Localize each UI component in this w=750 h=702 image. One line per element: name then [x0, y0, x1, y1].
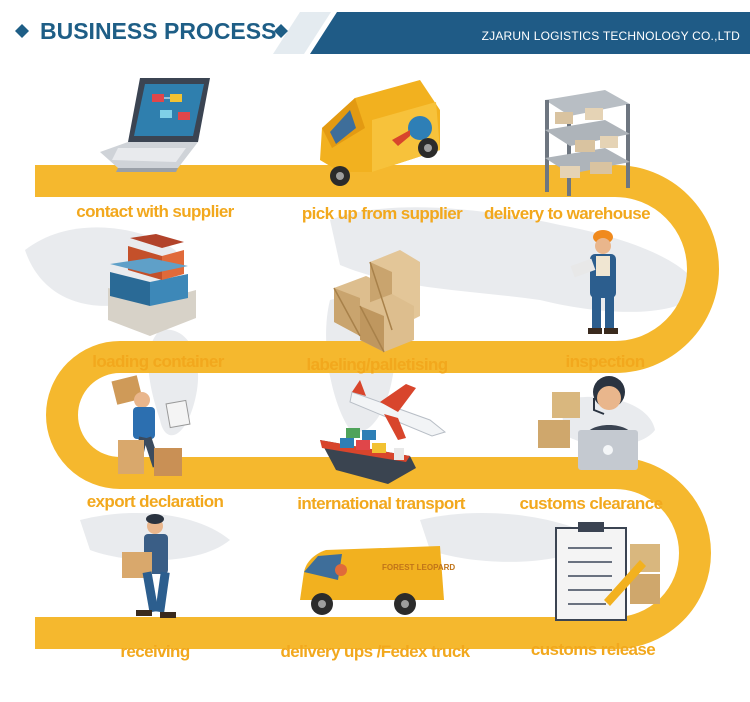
step-label-loading-container: loading container — [92, 352, 224, 371]
receiving-worker-icon — [122, 514, 176, 618]
header-banner-accent — [273, 12, 331, 54]
header-banner — [310, 12, 750, 54]
inspector-worker-icon — [570, 230, 618, 334]
process-path — [35, 165, 719, 649]
delivery-truck-icon: FOREST LEOPARD — [300, 546, 455, 615]
step-label-labeling-palletising: labeling/palletising — [306, 355, 447, 374]
wooden-crates-icon — [333, 250, 420, 353]
step-label-international-transport: international transport — [297, 494, 465, 513]
step-label-export-declaration: export declaration — [87, 492, 224, 511]
header: BUSINESS PROCESS ZJARUN LOGISTICS TECHNO… — [15, 12, 750, 54]
worker-with-box-icon — [111, 375, 191, 476]
delivery-van-icon — [320, 80, 440, 186]
truck-sign-text: FOREST LEOPARD — [382, 563, 455, 572]
step-label-receiving: receiving — [120, 642, 189, 661]
title-diamond-left-icon — [15, 24, 29, 38]
clipboard-checklist-icon — [555, 522, 660, 621]
step-label-delivery-to-warehouse: delivery to warehouse — [484, 204, 650, 223]
shipping-container-icon — [108, 234, 196, 336]
step-label-delivery-ups-fedex-truck: delivery ups /Fedex truck — [280, 642, 470, 661]
laptop-icon — [100, 78, 210, 172]
step-label-customs-release: customs release — [531, 640, 655, 659]
step-label-contact-with-supplier: contact with supplier — [76, 202, 234, 221]
step-label-pick-up-from-supplier: pick up from supplier — [302, 204, 463, 223]
warehouse-shelf-icon — [545, 90, 630, 196]
plane-and-ship-icon — [320, 380, 447, 484]
page-title: BUSINESS PROCESS — [40, 18, 276, 44]
step-label-inspection: inspection — [565, 352, 644, 371]
customs-officer-icon — [538, 376, 638, 470]
title-diamond-right-icon — [274, 24, 288, 38]
step-label-customs-clearance: customs clearance — [520, 494, 663, 513]
company-name: ZJARUN LOGISTICS TECHNOLOGY CO.,LTD — [482, 29, 741, 43]
